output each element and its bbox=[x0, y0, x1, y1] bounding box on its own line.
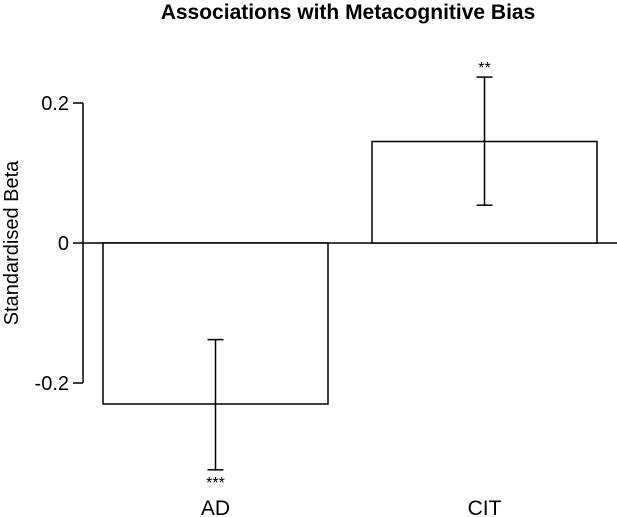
bars: *** AD ** CIT bbox=[102, 60, 598, 517]
y-tick-label: 0 bbox=[58, 233, 69, 255]
significance-label-cit: ** bbox=[478, 60, 490, 77]
y-axis: -0.2 0 0.2 bbox=[35, 93, 84, 395]
chart-title: Associations with Metacognitive Bias bbox=[161, 1, 536, 24]
y-axis-label: Standardised Beta bbox=[1, 160, 23, 325]
y-tick-label: -0.2 bbox=[35, 373, 69, 395]
x-category-label-ad: AD bbox=[201, 497, 230, 517]
x-category-label-cit: CIT bbox=[468, 497, 502, 517]
significance-label-ad: *** bbox=[206, 475, 225, 492]
y-tick-label: 0.2 bbox=[41, 93, 69, 115]
